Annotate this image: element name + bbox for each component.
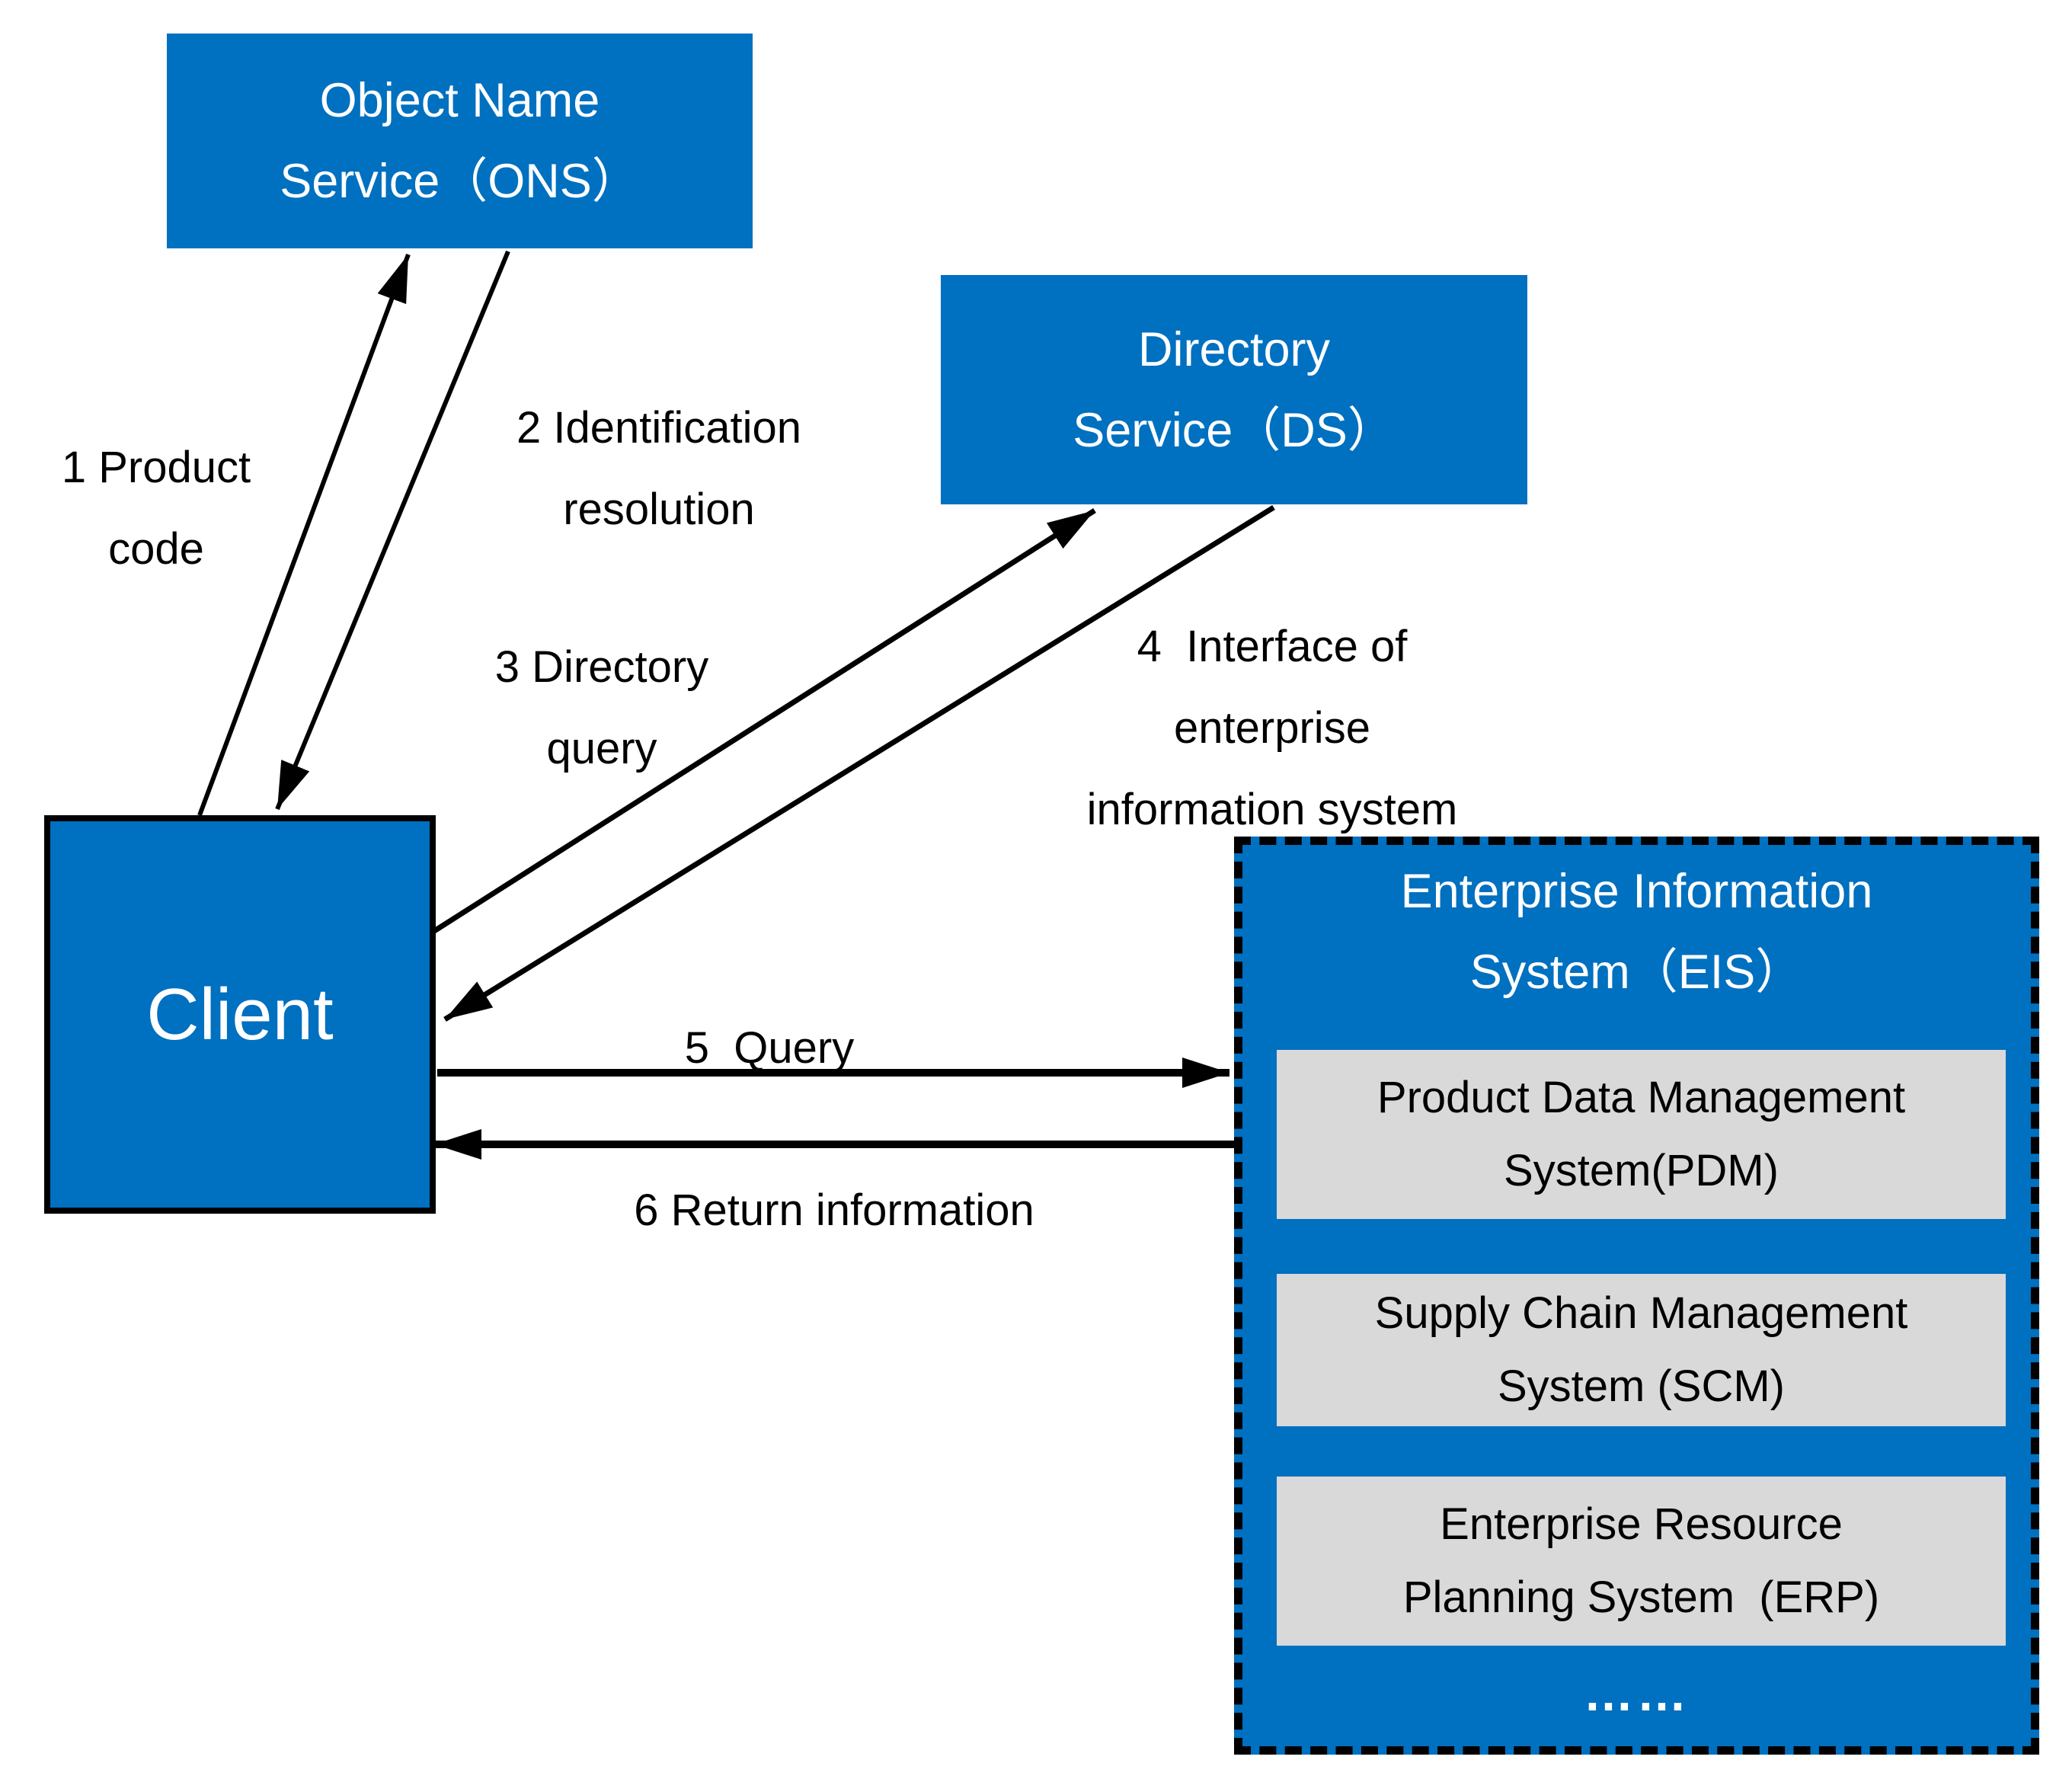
scm-subsystem-box: Supply Chain Management System (SCM) [1277, 1274, 2006, 1426]
pdm-label-line1: Product Data Management [1377, 1073, 1906, 1122]
erp-subsystem-box: Enterprise Resource Planning System (ERP… [1277, 1477, 2006, 1646]
client-box: Client [44, 815, 436, 1214]
arrow-4-label: 4 Interface of enterprise information syst… [1006, 606, 1539, 850]
scm-label-line1: Supply Chain Management [1374, 1288, 1908, 1338]
arrow-3-label: 3 Directory query [449, 626, 754, 789]
erp-label-line2: Planning System (ERP) [1402, 1573, 1880, 1622]
ons-label-line2: Service（ONS） [280, 155, 640, 208]
arrow-5-label-line1: 5 Query [684, 1023, 855, 1073]
ons-service-box: Object Name Service（ONS） [167, 34, 753, 248]
scm-label-line2: System (SCM) [1498, 1361, 1785, 1411]
pdm-label-line2: System(PDM) [1504, 1146, 1779, 1195]
ds-label-line2: Service（DS） [1073, 403, 1396, 457]
arrow-5-label: 5 Query [617, 1007, 922, 1089]
directory-service-box: Directory Service（DS） [941, 275, 1527, 504]
arrow-4-label-line3: information system [1086, 785, 1458, 834]
arrow-2-label-line2: resolution [563, 485, 755, 534]
arrow-1-label: 1 Product code [8, 427, 305, 590]
arrow-6-label-line1: 6 Return information [634, 1185, 1034, 1235]
ons-label-line1: Object Name [319, 74, 600, 127]
arrow-3-label-line2: query [546, 724, 657, 773]
arrow-4-label-line1: 4 Interface of [1137, 622, 1408, 671]
arrow-1-label-line2: code [108, 524, 204, 574]
arrow-2-label-line1: 2 Identification [516, 403, 802, 453]
pdm-subsystem-box: Product Data Management System(PDM) [1277, 1050, 2006, 1219]
eis-title-line2: System（EIS） [1469, 945, 1804, 999]
arrow-3-label-line1: 3 Directory [494, 642, 709, 692]
arrow-4-label-line2: enterprise [1174, 703, 1370, 753]
arrow-1-label-line1: 1 Product [61, 443, 251, 492]
client-label: Client [146, 973, 334, 1055]
eis-title-line1: Enterprise Information [1400, 865, 1873, 918]
arrow-6-label: 6 Return information [560, 1169, 1108, 1251]
erp-label-line1: Enterprise Resource [1440, 1499, 1843, 1549]
ds-label-line1: Directory [1137, 322, 1331, 376]
eis-ellipsis: …… [1583, 1665, 1690, 1721]
arrow-2-label: 2 Identification resolution [457, 387, 861, 550]
